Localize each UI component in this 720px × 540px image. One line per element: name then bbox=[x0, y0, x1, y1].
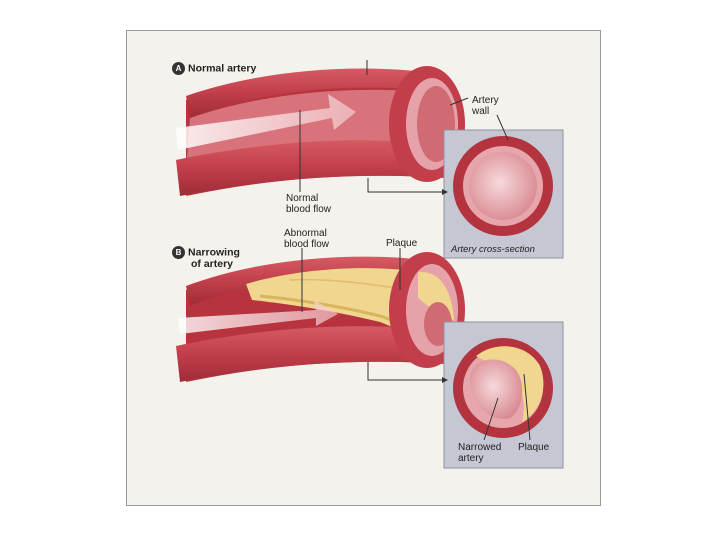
artery-wall-label-line1: Artery bbox=[472, 95, 499, 106]
artery-wall-label: Artery wall bbox=[472, 95, 499, 117]
abnormal-flow-line1: Abnormal bbox=[284, 228, 327, 239]
section-a-badge: A bbox=[172, 62, 185, 75]
section-b-badge: B bbox=[172, 246, 185, 259]
abnormal-blood-flow-label: Abnormal blood flow bbox=[284, 228, 329, 250]
section-a-title-text: Normal artery bbox=[188, 62, 257, 75]
section-b-title-line2: of artery bbox=[191, 258, 234, 270]
artery-wall-label-line2: wall bbox=[472, 106, 490, 117]
narrowed-line1: Narrowed bbox=[458, 442, 502, 453]
artery-cross-section-label: Artery cross-section bbox=[451, 244, 535, 255]
normal-artery-tube bbox=[176, 66, 465, 196]
abnormal-flow-line2: blood flow bbox=[284, 239, 330, 250]
plaque-label-top: Plaque bbox=[386, 238, 418, 249]
normal-blood-flow-label: Normal blood flow bbox=[286, 193, 331, 215]
narrowed-artery-label: Narrowed artery bbox=[458, 442, 501, 464]
narrowed-artery-tube bbox=[176, 252, 465, 382]
narrowed-cross-section-inset bbox=[443, 321, 564, 469]
normal-cross-section-inset bbox=[443, 129, 564, 259]
section-b-title-line1: Narrowing bbox=[188, 246, 240, 259]
leader-lines-a bbox=[299, 60, 509, 195]
narrowed-line2: artery bbox=[458, 453, 484, 464]
normal-flow-line2: blood flow bbox=[286, 204, 332, 215]
leader-lines-b bbox=[301, 248, 531, 441]
plaque-label-bottom: Plaque bbox=[518, 442, 550, 453]
normal-flow-line1: Normal bbox=[286, 193, 319, 204]
